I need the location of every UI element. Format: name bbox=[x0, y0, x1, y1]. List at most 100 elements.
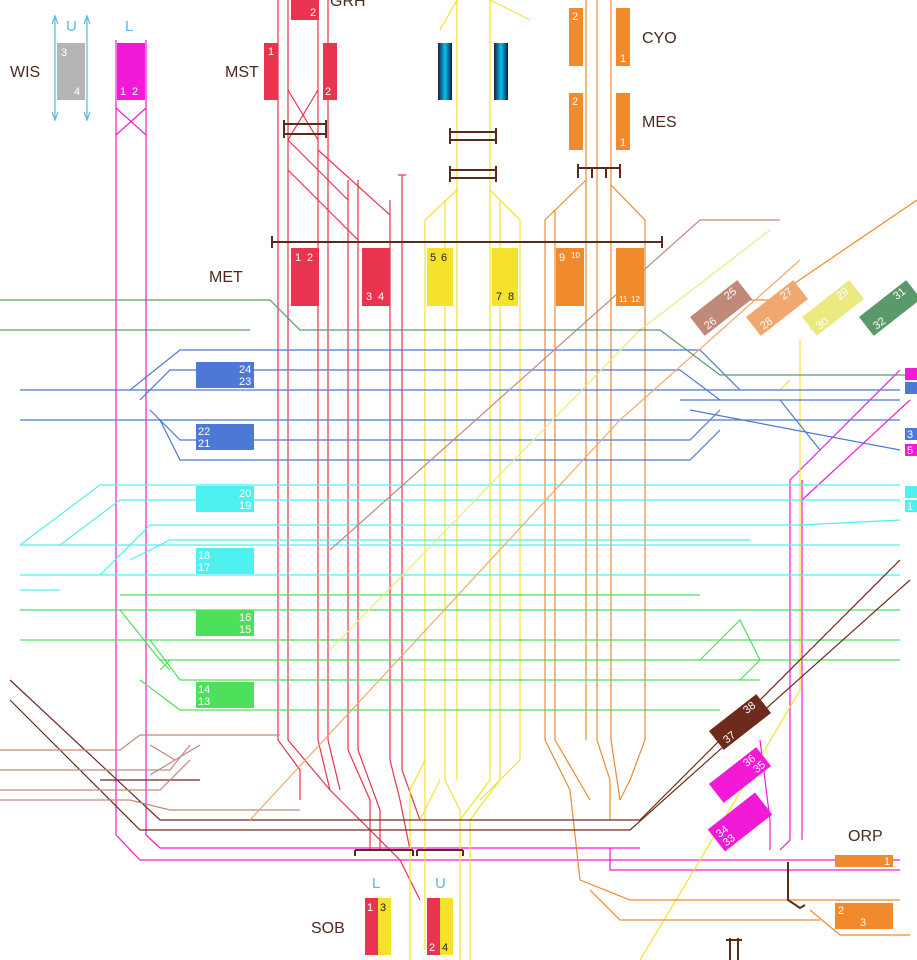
brown-tracks bbox=[9, 559, 911, 831]
met-platform-9-10 bbox=[556, 248, 584, 306]
cyo-platform-1 bbox=[616, 8, 630, 66]
met-platform-14-label: 14 bbox=[198, 684, 210, 696]
grh-platform-2 bbox=[291, 0, 319, 20]
station-label-sob: SOB bbox=[311, 920, 345, 937]
edge-block-blue bbox=[905, 382, 917, 394]
station-label-mes: MES bbox=[642, 114, 677, 131]
edge-block-cyan bbox=[905, 486, 917, 498]
met-platform-36-label: 36 bbox=[741, 753, 758, 770]
met-platform-5-6 bbox=[427, 248, 453, 306]
wis-platform-4-label: 4 bbox=[74, 86, 80, 98]
blue-tracks bbox=[20, 349, 901, 461]
met-platform-8-label: 8 bbox=[508, 291, 514, 303]
met-platform-16-label: 16 bbox=[239, 612, 251, 624]
edge-platform-1-label: 1 bbox=[907, 501, 913, 513]
met-platform-18-label: 18 bbox=[198, 550, 210, 562]
met-platform-11-label: 11 bbox=[619, 295, 628, 304]
met-platform-17-label: 17 bbox=[198, 562, 210, 574]
mes-platform-1-label: 1 bbox=[620, 137, 626, 149]
met-platform-31-32-block bbox=[858, 280, 917, 336]
met-platform-22-label: 22 bbox=[198, 426, 210, 438]
met-platform-15-label: 15 bbox=[239, 624, 251, 636]
met-platform-35-36-block bbox=[708, 747, 772, 803]
edge-block-magenta bbox=[905, 368, 917, 380]
station-label-met: MET bbox=[209, 269, 243, 286]
met-platform-29-30: 29 30 bbox=[801, 280, 865, 336]
met-platform-27-28-block bbox=[745, 280, 809, 336]
sob-platform-3-label: 3 bbox=[380, 902, 386, 914]
orp-platform-2-3 bbox=[835, 903, 893, 929]
met-platform-19-20 bbox=[196, 486, 254, 512]
met-platform-4-label: 4 bbox=[378, 291, 384, 303]
met-platform-25-26-block bbox=[689, 280, 753, 336]
wis-platform-1-2 bbox=[117, 43, 145, 100]
met-platform-21-label: 21 bbox=[198, 438, 210, 450]
met-platform-33-34-block bbox=[707, 792, 773, 852]
edge-block-cyan-1 bbox=[905, 500, 917, 512]
met-platform-11-12 bbox=[616, 248, 644, 306]
magenta-tracks bbox=[115, 40, 911, 871]
met-platform-32-label: 32 bbox=[871, 315, 888, 332]
junction-bars bbox=[271, 120, 806, 960]
met-platform-35-label: 35 bbox=[751, 759, 768, 776]
met-platform-7-8 bbox=[492, 248, 518, 306]
met-platform-15-16 bbox=[196, 610, 254, 636]
met-platform-23-label: 23 bbox=[239, 376, 251, 388]
mes-platform-1 bbox=[616, 93, 630, 150]
wis-platform-3-4 bbox=[57, 43, 85, 100]
orp-platform-2-label: 2 bbox=[838, 905, 844, 917]
mes-platform-2-label: 2 bbox=[572, 96, 578, 108]
met-platform-13-14 bbox=[196, 682, 254, 708]
blue-gradient-platform-right bbox=[494, 43, 508, 100]
met-platform-31-32: 31 32 bbox=[858, 280, 917, 336]
met-platform-28-label: 28 bbox=[758, 315, 775, 332]
salmon-tracks bbox=[249, 259, 801, 821]
met-platform-24-label: 24 bbox=[239, 364, 251, 376]
met-platform-37-38-block bbox=[708, 694, 772, 750]
wis-platform-1-label: 1 bbox=[120, 86, 126, 98]
sob-platform-4 bbox=[440, 898, 453, 955]
mst-platform-2-label: 2 bbox=[325, 86, 331, 98]
station-label-orp: ORP bbox=[848, 828, 883, 845]
dark-green-tracks bbox=[0, 299, 917, 376]
met-platform-9-label: 9 bbox=[559, 252, 565, 264]
edge-block-blue-3 bbox=[905, 428, 917, 440]
met-platform-25-26: 25 26 bbox=[689, 280, 753, 336]
wis-upper-tracks bbox=[51, 14, 91, 122]
mst-platform-2 bbox=[323, 43, 337, 100]
met-platform-12-label: 12 bbox=[631, 295, 640, 304]
met-platform-29-30-block bbox=[801, 280, 865, 336]
cyo-platform-1-label: 1 bbox=[620, 53, 626, 65]
sob-platform-3 bbox=[378, 898, 391, 955]
orp-platform-3-label: 3 bbox=[860, 917, 866, 929]
wis-platform-2-label: 2 bbox=[132, 86, 138, 98]
orp-platform-1-label: 1 bbox=[884, 856, 890, 868]
green-tracks bbox=[20, 594, 900, 711]
met-platform-33-34: 34 33 bbox=[707, 792, 773, 852]
met-platform-34-label: 34 bbox=[714, 823, 731, 840]
cyo-platform-2 bbox=[569, 8, 583, 66]
met-platform-20-label: 20 bbox=[239, 488, 251, 500]
met-platform-30-label: 30 bbox=[814, 315, 831, 332]
met-platform-33-label: 33 bbox=[721, 832, 738, 849]
rose-tracks bbox=[0, 219, 780, 811]
met-platform-6-label: 6 bbox=[441, 252, 447, 264]
sob-platform-2 bbox=[427, 898, 440, 955]
met-platform-2-label: 2 bbox=[307, 252, 313, 264]
station-label-grh: GRH bbox=[330, 0, 366, 10]
met-platform-27-28: 27 28 bbox=[745, 280, 809, 336]
blue-gradient-platform-left bbox=[438, 43, 452, 100]
met-platform-29-label: 29 bbox=[834, 286, 851, 303]
level-label-wis-u: U bbox=[66, 18, 77, 35]
met-platform-3-label: 3 bbox=[366, 291, 372, 303]
met-platform-21-22 bbox=[196, 424, 254, 450]
met-platform-31-label: 31 bbox=[891, 286, 908, 303]
station-label-wis: WIS bbox=[10, 64, 40, 81]
met-platform-5-label: 5 bbox=[430, 252, 436, 264]
sob-platform-4-label: 4 bbox=[442, 942, 448, 954]
mst-platform-1 bbox=[264, 43, 278, 100]
mst-platform-1-label: 1 bbox=[268, 46, 274, 58]
met-platform-1-label: 1 bbox=[295, 252, 301, 264]
